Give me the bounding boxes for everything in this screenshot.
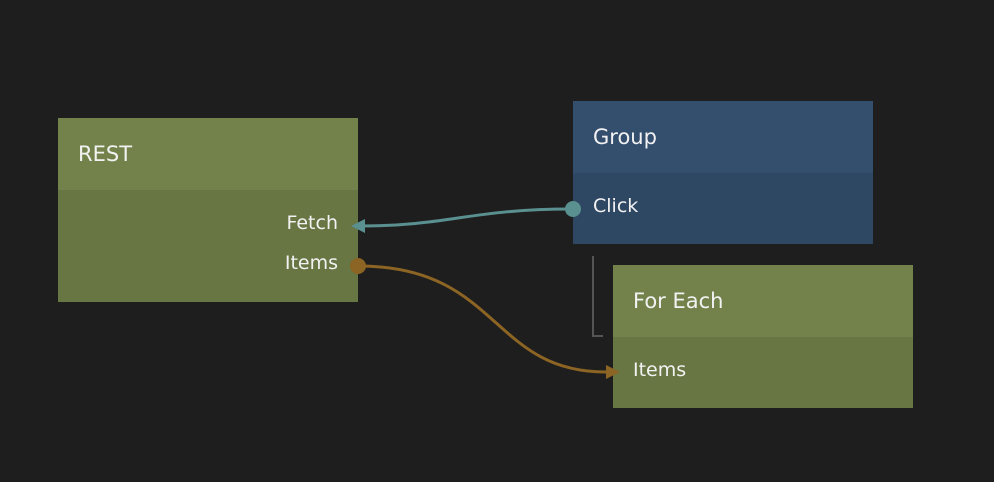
group-node[interactable]: Group Click bbox=[573, 101, 873, 244]
arrow-head-icon bbox=[606, 365, 620, 379]
for-each-node-title: For Each bbox=[613, 265, 913, 337]
port-dot-items[interactable] bbox=[350, 258, 366, 274]
connection-click-to-fetch[interactable] bbox=[359, 207, 573, 228]
connection-items-to-items[interactable] bbox=[357, 264, 607, 374]
port-dot-click[interactable] bbox=[565, 201, 581, 217]
rest-port-fetch[interactable]: Fetch bbox=[286, 212, 338, 234]
child-bracket bbox=[592, 256, 603, 337]
for-each-port-items[interactable]: Items bbox=[633, 359, 687, 381]
for-each-node[interactable]: For Each Items bbox=[613, 265, 913, 408]
group-port-click[interactable]: Click bbox=[593, 195, 639, 217]
rest-port-items[interactable]: Items bbox=[284, 252, 338, 274]
rest-node-title: REST bbox=[58, 118, 358, 190]
rest-node[interactable]: REST Fetch Items bbox=[58, 118, 358, 302]
group-node-title: Group bbox=[573, 101, 873, 173]
arrow-head-icon bbox=[351, 219, 365, 233]
